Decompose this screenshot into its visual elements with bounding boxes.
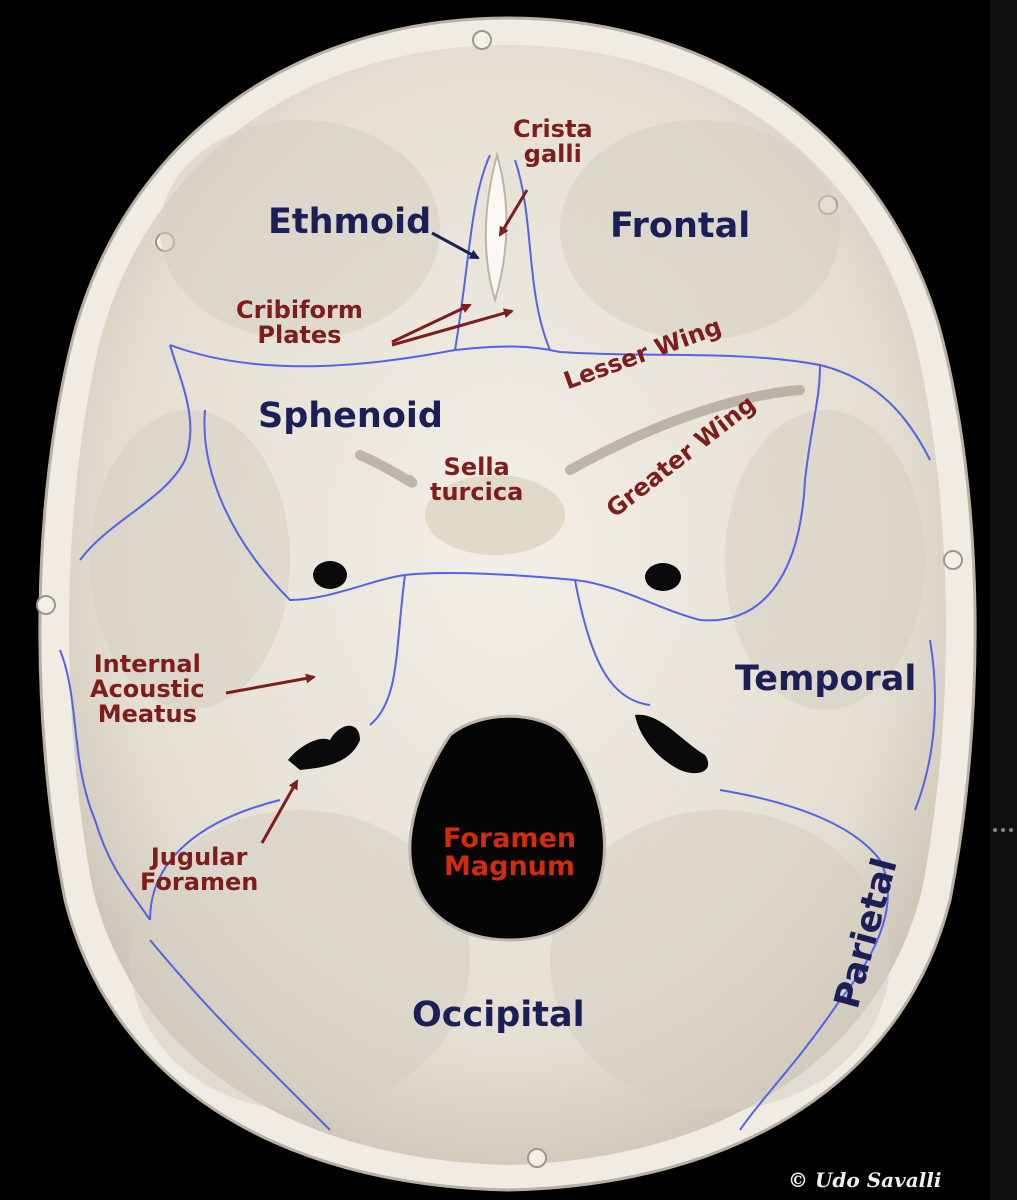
label-occipital: Occipital — [412, 995, 585, 1035]
label-temporal: Temporal — [735, 659, 917, 699]
sella-turcica-fossa — [425, 475, 565, 555]
foramen-magnum-opening — [408, 714, 606, 942]
label-sphenoid: Sphenoid — [258, 396, 443, 436]
label-frontal: Frontal — [610, 206, 751, 246]
photo-credit: © Udo Savalli — [788, 1168, 942, 1192]
suture-lines — [59, 154, 936, 1131]
lesser-wing-ridges — [355, 385, 805, 488]
edge-dots — [993, 828, 1013, 832]
side-strip — [990, 0, 1017, 1200]
foramina — [288, 561, 709, 774]
label-ethmoid: Ethmoid — [268, 202, 432, 242]
fossa-shading — [90, 120, 925, 1110]
label-arrows — [225, 189, 529, 844]
crista-galli-ridge — [484, 151, 508, 304]
